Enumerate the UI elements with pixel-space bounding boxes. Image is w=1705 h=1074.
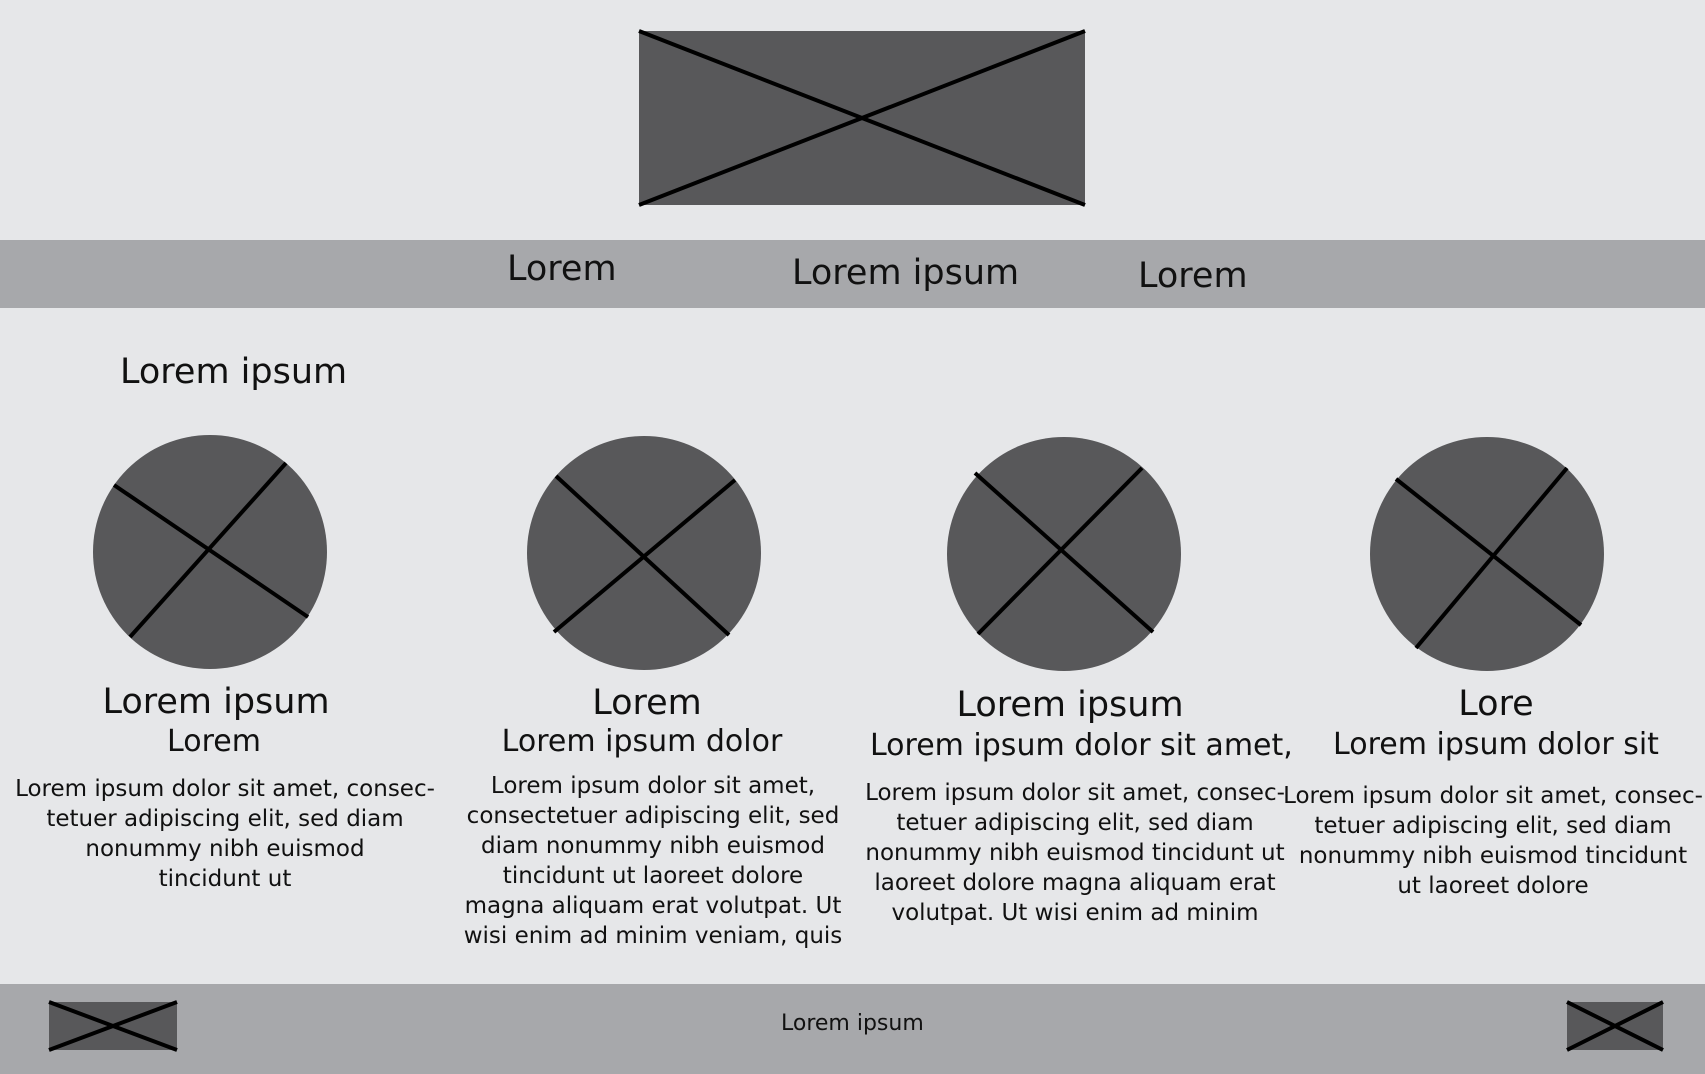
card-4-image-placeholder-icon [1369,436,1605,672]
card-4-title: Lore [1458,684,1534,724]
header-logo-placeholder-icon [637,29,1087,207]
card-1-image-placeholder-icon [92,434,328,670]
footer-right-placeholder-icon [1565,1000,1665,1052]
card-3-title: Lorem ipsum [956,685,1184,725]
nav-bar [0,240,1705,308]
nav-item-3[interactable]: Lorem [1138,256,1248,296]
card-2-image-placeholder-icon [526,435,762,671]
card-3-subtitle: Lorem ipsum dolor sit amet, [870,728,1293,763]
card-1-title: Lorem ipsum [102,682,330,722]
card-2-title: Lorem [592,683,702,723]
footer-left-placeholder-icon [47,1000,179,1052]
card-1-body: Lorem ipsum dolor sit amet, consec- tetu… [15,776,435,892]
card-4-subtitle: Lorem ipsum dolor sit [1333,727,1659,762]
card-1-subtitle: Lorem [167,724,261,759]
card-4-body: Lorem ipsum dolor sit amet, consec- tetu… [1283,783,1703,899]
nav-item-1[interactable]: Lorem [507,249,617,289]
card-3-body: Lorem ipsum dolor sit amet, consec- tetu… [865,780,1285,926]
card-3-image-placeholder-icon [946,436,1182,672]
section-title: Lorem ipsum [120,352,348,392]
nav-item-2[interactable]: Lorem ipsum [792,253,1020,293]
card-2-body: Lorem ipsum dolor sit amet, consectetuer… [463,773,843,949]
footer-text: Lorem ipsum [781,1011,924,1036]
card-2-subtitle: Lorem ipsum dolor [501,724,783,759]
footer-bar [0,984,1705,1074]
